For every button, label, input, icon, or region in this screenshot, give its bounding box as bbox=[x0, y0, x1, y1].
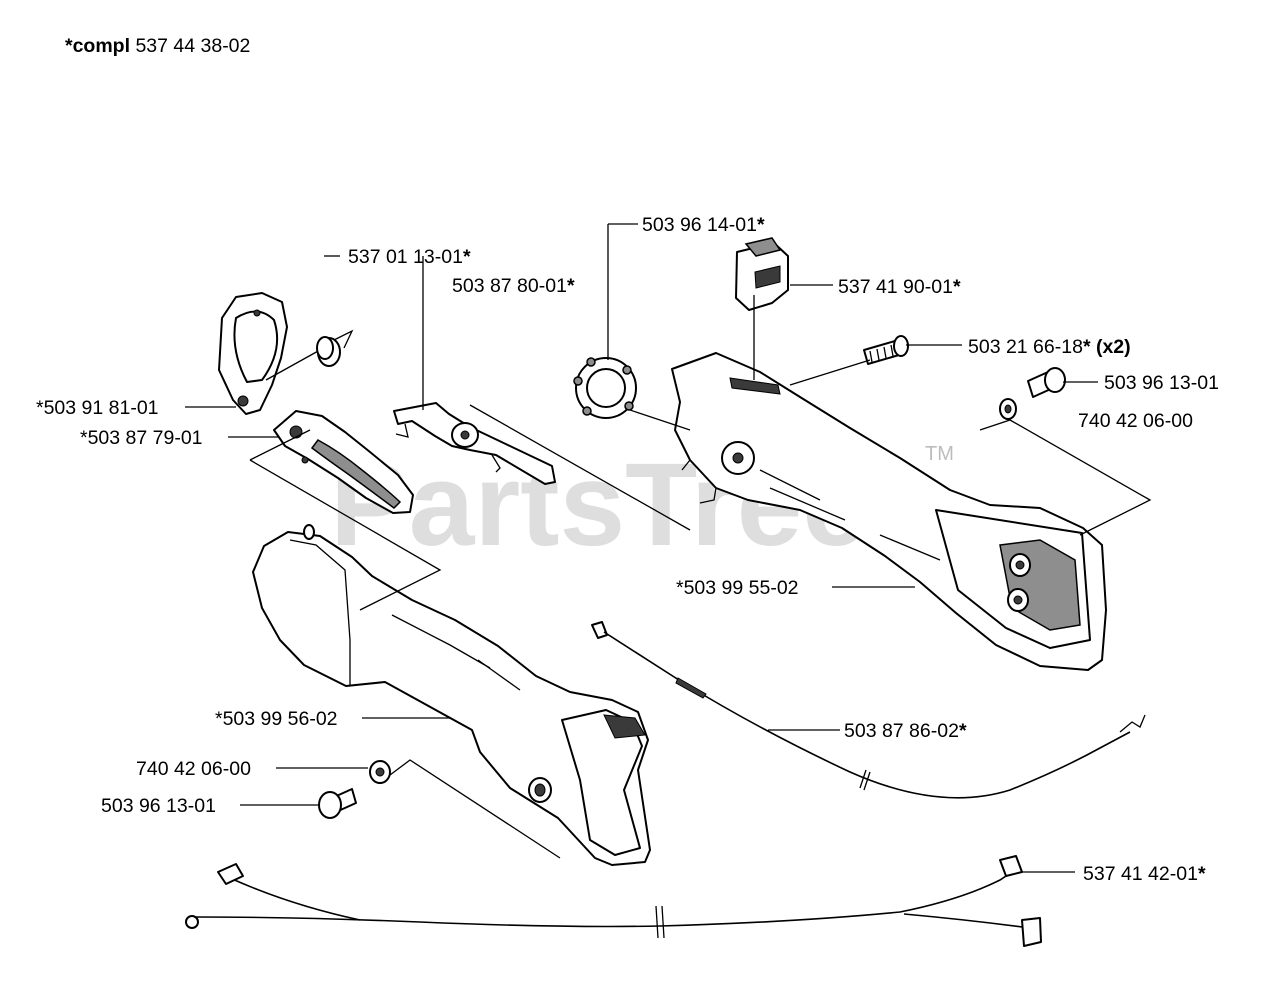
callout-740-42-06-00-left: 740 42 06-00 bbox=[136, 758, 251, 780]
callout-503-96-13-01-right: 503 96 13-01 bbox=[1104, 372, 1219, 394]
throttle-handle-part bbox=[273, 410, 414, 514]
callout-740-42-06-00-right: 740 42 06-00 bbox=[1078, 410, 1193, 432]
callout-503-99-55-02: *503 99 55-02 bbox=[676, 577, 799, 599]
callout-503-87-80-01: 503 87 80-01* bbox=[452, 275, 575, 297]
callout-503-21-66-18: 503 21 66-18* (x2) bbox=[968, 336, 1131, 358]
watermark-trademark: TM bbox=[925, 443, 954, 465]
callout-537-01-13-01: 537 01 13-01* bbox=[348, 246, 471, 268]
bolt-right-part bbox=[1027, 367, 1066, 398]
callout-537-41-90-01: 537 41 90-01* bbox=[838, 276, 961, 298]
housing-left-part bbox=[252, 524, 651, 866]
switch-part bbox=[735, 237, 789, 311]
callout-503-99-56-02: *503 99 56-02 bbox=[215, 708, 338, 730]
washer-left-part bbox=[369, 760, 391, 784]
throttle-trigger-part bbox=[393, 402, 556, 485]
clamp-part bbox=[218, 292, 288, 415]
compl-label: *compl 537 44 38-02 bbox=[65, 35, 250, 57]
ring-part bbox=[573, 357, 637, 419]
callout-503-96-14-01: 503 96 14-01* bbox=[642, 214, 765, 236]
housing-right-part bbox=[671, 352, 1107, 671]
callout-503-91-81-01: *503 91 81-01 bbox=[36, 397, 159, 419]
throttle-cable-part bbox=[591, 621, 1146, 799]
bolt-left-part bbox=[318, 788, 357, 819]
screw-part bbox=[863, 335, 909, 365]
spring-part bbox=[265, 329, 354, 381]
wire-harness-part bbox=[185, 855, 1042, 947]
callout-537-41-42-01: 537 41 42-01* bbox=[1083, 863, 1206, 885]
callout-503-87-86-02: 503 87 86-02* bbox=[844, 720, 967, 742]
callout-503-87-79-01: *503 87 79-01 bbox=[80, 427, 203, 449]
callout-503-96-13-01-left: 503 96 13-01 bbox=[101, 795, 216, 817]
leader-lines bbox=[185, 223, 1152, 873]
washer-right-part bbox=[999, 398, 1017, 420]
